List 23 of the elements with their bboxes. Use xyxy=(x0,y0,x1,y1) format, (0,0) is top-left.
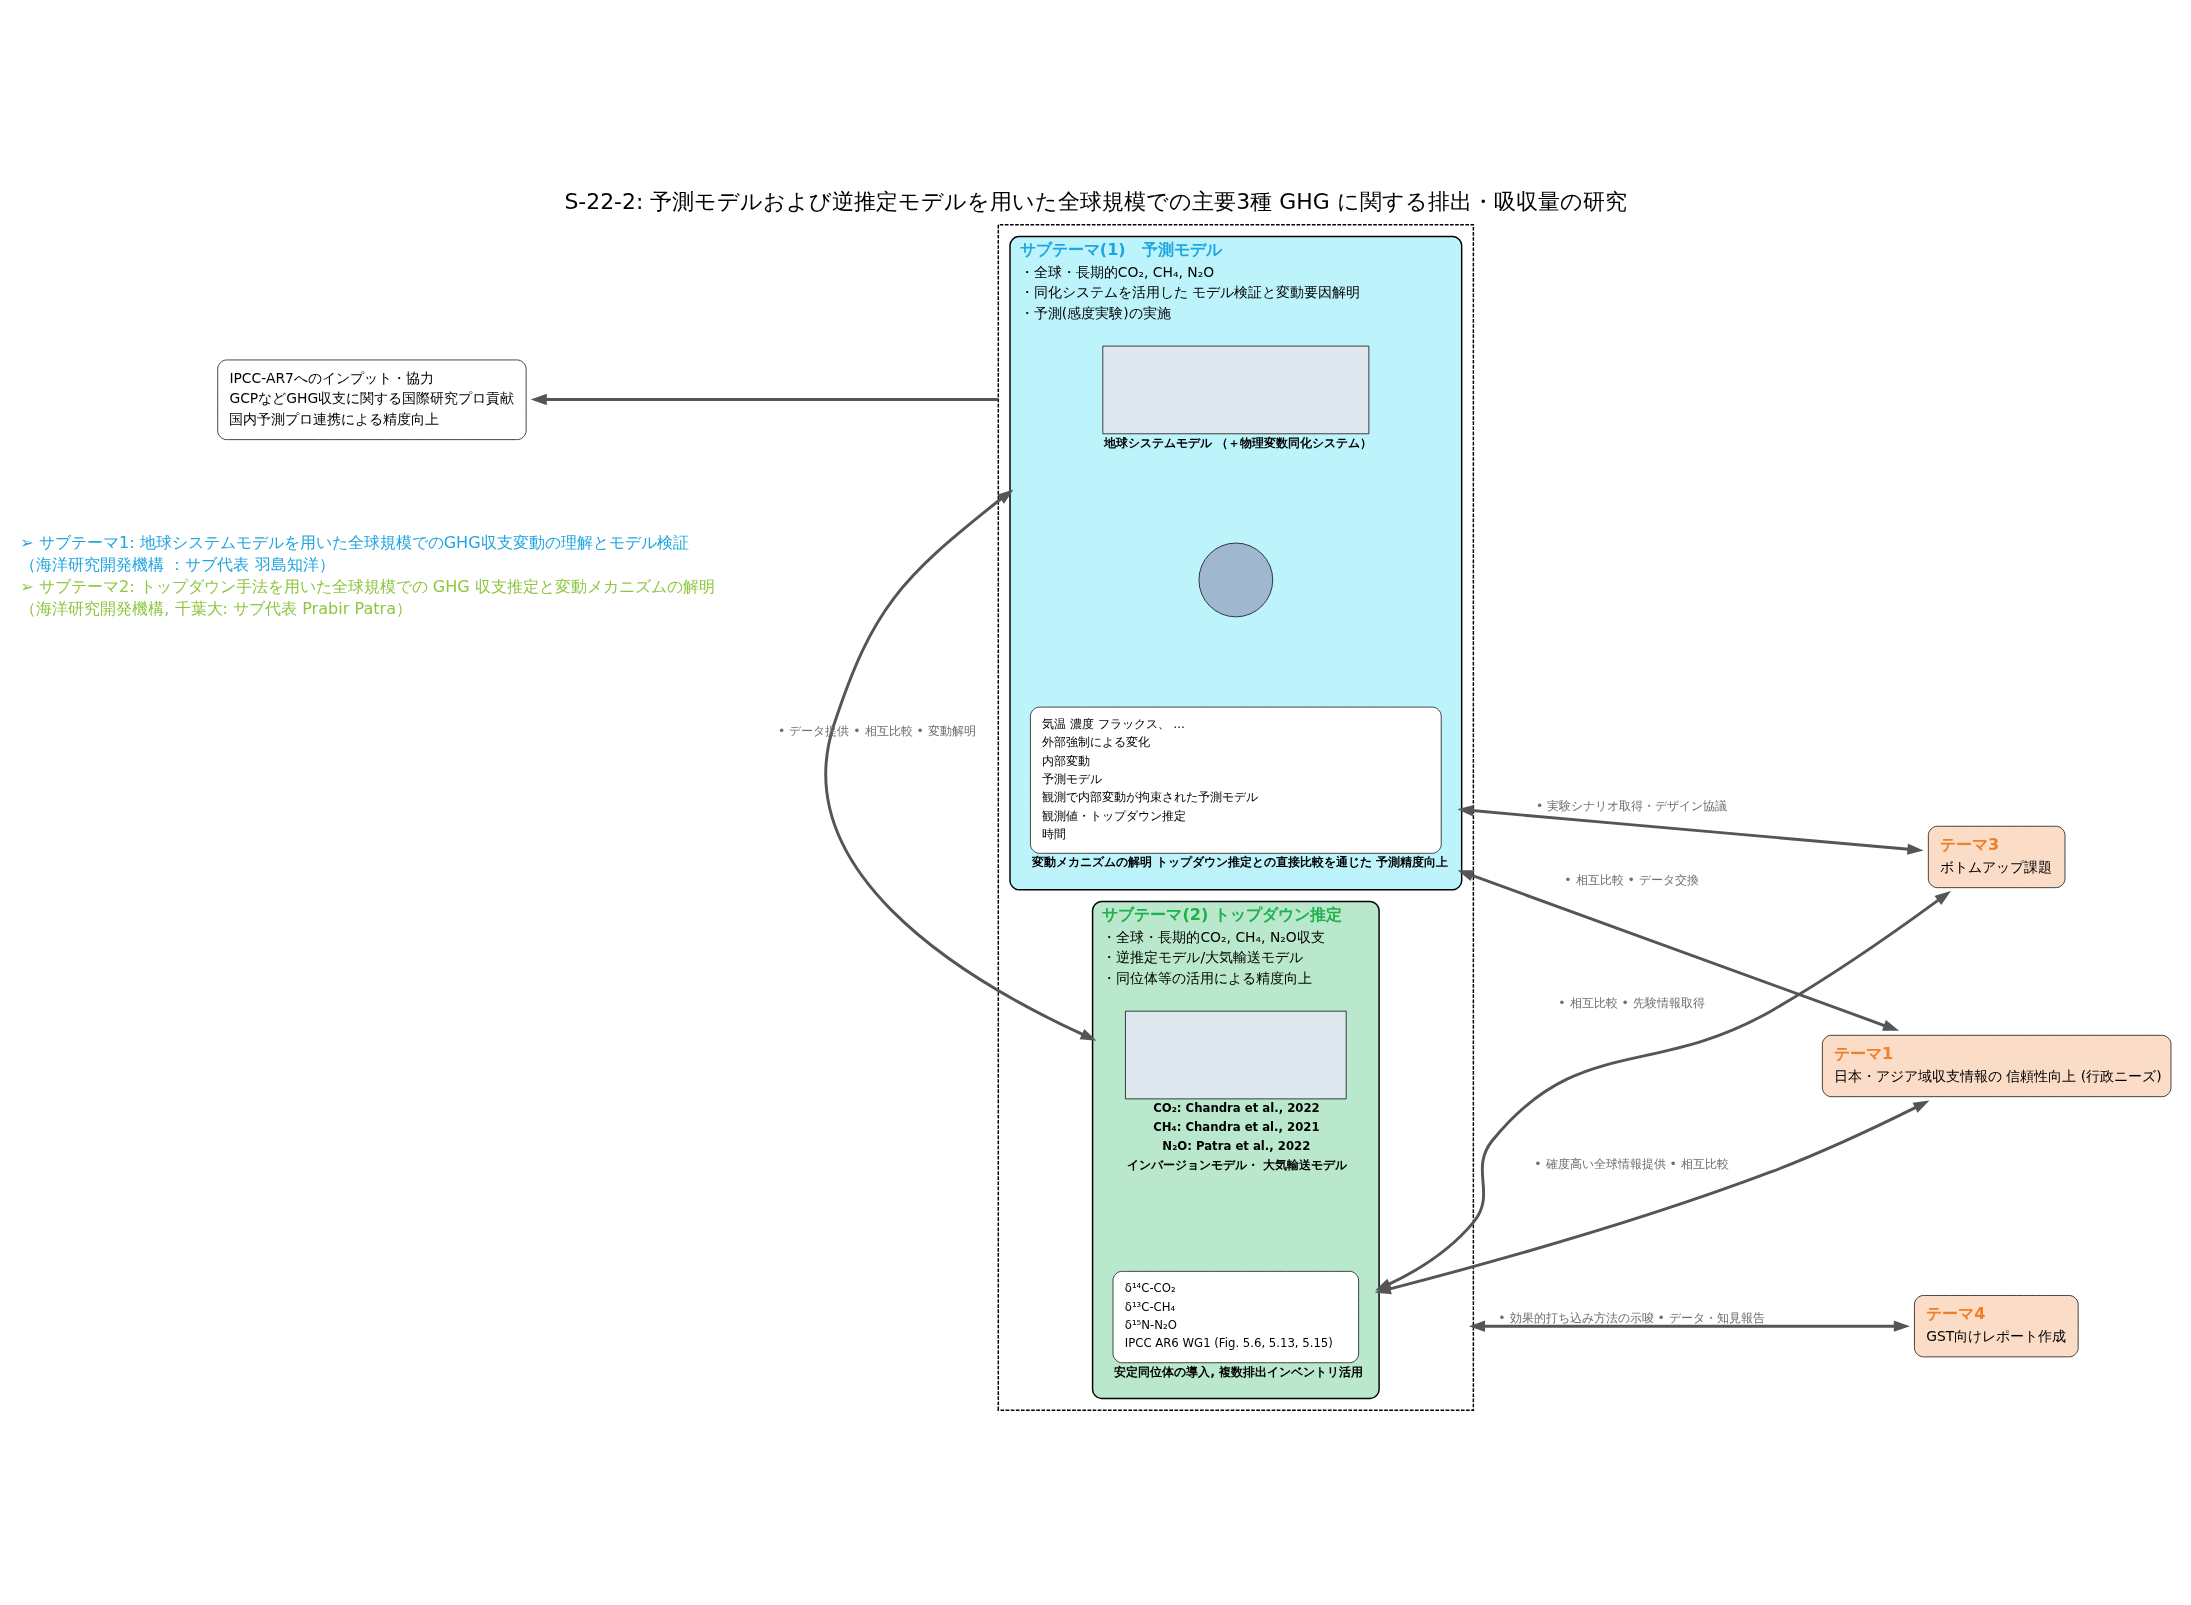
node-label: CH₄: Chandra et al., 2021 xyxy=(1153,1119,1320,1134)
node-circle xyxy=(1198,542,1274,618)
label: （海洋研究開発機構 ：サブ代表 羽島知洋） xyxy=(20,555,335,575)
edge-label: • 効果的打ち込み方法の示唆 • データ・知見報告 xyxy=(1498,1310,1765,1326)
node-label: 変動メカニズムの解明 トップダウン推定との直接比較を通じた 予測精度向上 xyxy=(1031,855,1449,870)
arrow xyxy=(825,489,1097,1041)
label: ➢ サブテーマ1: 地球システムモデルを用いた全球規模でのGHG収支変動の理解とモデル検証 xyxy=(20,533,689,553)
node-label: N₂O: Patra et al., 2022 xyxy=(1162,1138,1311,1153)
edge-label: • 実験シナリオ取得・デザイン協議 xyxy=(1535,797,1728,813)
node-label: インバージョンモデル・ 大気輸送モデル xyxy=(1126,1157,1348,1172)
label: （海洋研究開発機構, 千葉大: サブ代表 Prabir Patra） xyxy=(20,599,412,619)
node-label: 安定同位体の導入, 複数排出インベントリ活用 xyxy=(1114,1364,1364,1379)
edge-label: • 確度高い全球情報提供 • 相互比較 xyxy=(1534,1156,1729,1172)
edge-label: • 相互比較 • データ交換 xyxy=(1564,871,1699,887)
node-label: CO₂: Chandra et al., 2022 xyxy=(1153,1100,1320,1115)
arrow xyxy=(1457,870,1900,1031)
label: ➢ サブテーマ2: トップダウン手法を用いた全球規模での GHG 収支推定と変動メカニズムの解明 xyxy=(20,577,715,597)
node-label: 地球システムモデル （＋物理変数同化システム） xyxy=(1104,435,1373,450)
arrow xyxy=(1457,805,1924,855)
diagram-title: S-22-2: 予測モデルおよび逆推定モデルを用いた全球規模での主要3種 GHG に関する排出・吸収量の研究 xyxy=(564,189,1627,215)
arrow xyxy=(1468,1320,1910,1332)
arrow xyxy=(530,393,999,406)
edge-label: • 相互比較 • 先験情報取得 xyxy=(1558,995,1705,1011)
